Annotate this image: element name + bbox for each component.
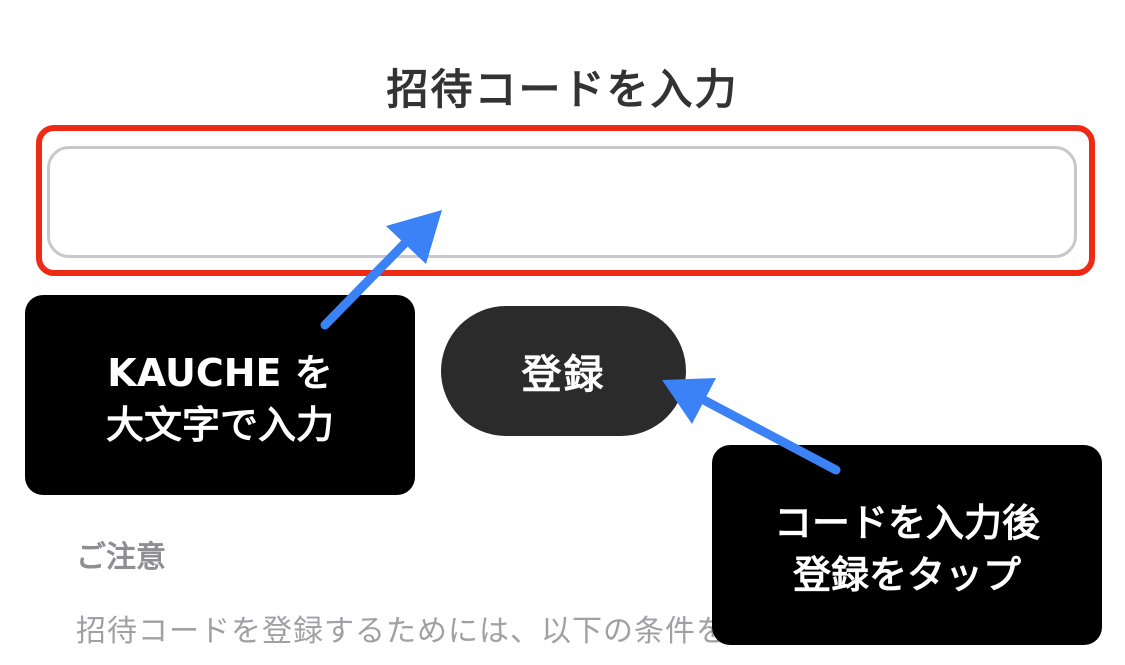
callout-tap-register-line1: コードを入力後 — [773, 501, 1040, 545]
callout-tap-register: コードを入力後 登録をタップ — [712, 445, 1102, 645]
input-highlight-frame — [36, 125, 1095, 276]
page-title: 招待コードを入力 — [386, 65, 739, 114]
callout-tap-register-line2: 登録をタップ — [792, 553, 1021, 597]
register-button[interactable]: 登録 — [441, 306, 686, 436]
callout-enter-code-line2: 大文字で入力 — [105, 403, 334, 447]
callout-enter-code: KAUCHE を 大文字で入力 — [25, 295, 415, 495]
invite-code-input[interactable] — [47, 146, 1077, 258]
callout-enter-code-line1: KAUCHE を — [107, 351, 333, 395]
notice-heading: ご注意 — [76, 540, 166, 575]
